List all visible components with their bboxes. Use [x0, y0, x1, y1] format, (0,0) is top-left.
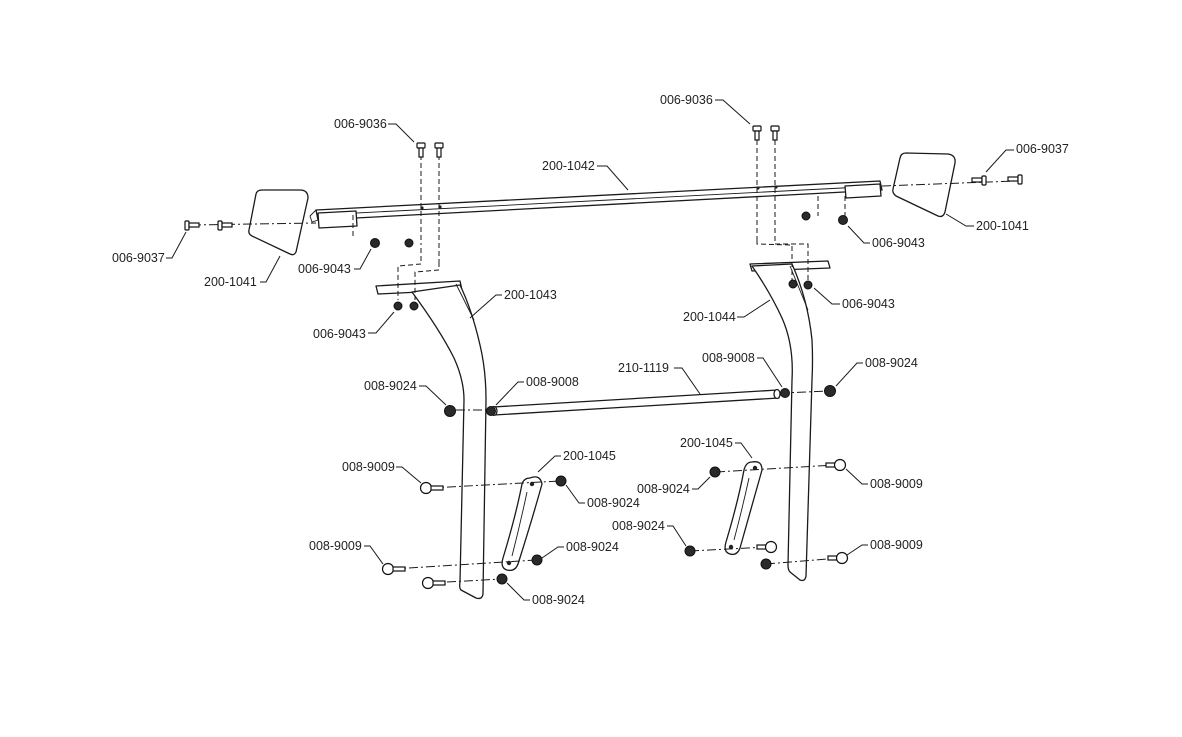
end-plate-left-200-1041 — [248, 189, 309, 256]
nut-006-9043-e — [393, 301, 403, 311]
bolt-006-9036-left-a — [416, 142, 426, 158]
nut-008-9008-a — [486, 406, 496, 416]
brace-left-200-1045 — [501, 476, 543, 572]
callout-008-9008-left: 008-9008 — [526, 375, 579, 389]
callout-006-9036-left: 006-9036 — [334, 117, 387, 131]
nut-008-9024-a — [444, 405, 456, 417]
callout-labels: 006-9036 006-9036 200-1042 006-9037 200-… — [112, 93, 1069, 607]
callout-200-1044: 200-1044 — [683, 310, 736, 324]
callout-008-9024-left-brace-top: 008-9024 — [587, 496, 640, 510]
bolt-006-9037-left-b — [217, 220, 233, 231]
callout-008-9024-right-brace-bottom: 008-9024 — [612, 519, 665, 533]
callout-200-1045-right: 200-1045 — [680, 436, 733, 450]
nut-008-9024-h — [760, 558, 772, 570]
cross-tube-210-1119 — [490, 388, 781, 417]
callout-006-9043-upper-right: 006-9043 — [872, 236, 925, 250]
bolt-006-9036-right-a — [752, 125, 762, 141]
callout-008-9009-left-upper: 008-9009 — [342, 460, 395, 474]
bolt-006-9036-right-b — [770, 125, 780, 141]
nut-008-9024-e — [496, 573, 508, 585]
nut-006-9043-b — [404, 238, 414, 248]
bolt-008-9009-a — [419, 481, 444, 495]
callout-200-1041-right: 200-1041 — [976, 219, 1029, 233]
callout-006-9043-lower-left: 006-9043 — [313, 327, 366, 341]
callout-006-9037-left: 006-9037 — [112, 251, 165, 265]
bolt-008-9009-f — [827, 551, 849, 565]
nut-008-9024-c — [555, 475, 567, 487]
callout-008-9009-left-lower: 008-9009 — [309, 539, 362, 553]
nut-008-9024-f — [709, 466, 721, 478]
callout-008-9024-right-upper: 008-9024 — [865, 356, 918, 370]
bolt-006-9037-right-b — [1007, 174, 1023, 185]
callout-006-9043-lower-right: 006-9043 — [842, 297, 895, 311]
callout-006-9037-right: 006-9037 — [1016, 142, 1069, 156]
nut-006-9043-g — [788, 279, 798, 289]
hardware — [184, 125, 1023, 590]
upright-left-200-1043 — [375, 280, 487, 600]
callout-210-1119: 210-1119 — [618, 361, 669, 375]
callout-006-9036-right: 006-9036 — [660, 93, 713, 107]
bolt-006-9036-left-b — [434, 142, 444, 158]
nut-006-9043-f — [409, 301, 419, 311]
bolt-006-9037-left-a — [184, 220, 200, 231]
nut-008-9024-b — [824, 385, 836, 397]
nut-008-9024-g — [684, 545, 696, 557]
nut-006-9043-h — [803, 280, 813, 290]
leader-lines — [166, 99, 1014, 601]
bolt-008-9009-d — [825, 458, 847, 472]
callout-008-9024-left-lower: 008-9024 — [532, 593, 585, 607]
callout-200-1042: 200-1042 — [542, 159, 595, 173]
callout-008-9024-left-upper: 008-9024 — [364, 379, 417, 393]
bolt-008-9009-c — [421, 576, 446, 590]
callout-200-1041-left: 200-1041 — [204, 275, 257, 289]
upright-right-200-1044 — [749, 260, 831, 582]
callout-006-9043-upper-left: 006-9043 — [298, 262, 351, 276]
callout-008-9024-left-brace-bottom: 008-9024 — [566, 540, 619, 554]
callout-008-9009-right-upper: 008-9009 — [870, 477, 923, 491]
bolt-008-9009-e — [756, 540, 778, 554]
callout-200-1045-left: 200-1045 — [563, 449, 616, 463]
callout-008-9009-right-lower: 008-9009 — [870, 538, 923, 552]
nut-008-9008-b — [780, 388, 790, 398]
nut-008-9024-d — [531, 554, 543, 566]
callout-008-9008-right: 008-9008 — [702, 351, 755, 365]
bolt-008-9009-b — [381, 562, 406, 576]
bolt-006-9037-right-a — [971, 175, 987, 186]
cross-bar-200-1042 — [309, 180, 883, 229]
callout-008-9024-right-brace-top: 008-9024 — [637, 482, 690, 496]
callout-200-1043: 200-1043 — [504, 288, 557, 302]
nut-006-9043-c — [801, 211, 811, 221]
nut-006-9043-d — [838, 215, 848, 225]
nut-006-9043-a — [370, 238, 380, 248]
brace-right-200-1045 — [724, 461, 763, 556]
